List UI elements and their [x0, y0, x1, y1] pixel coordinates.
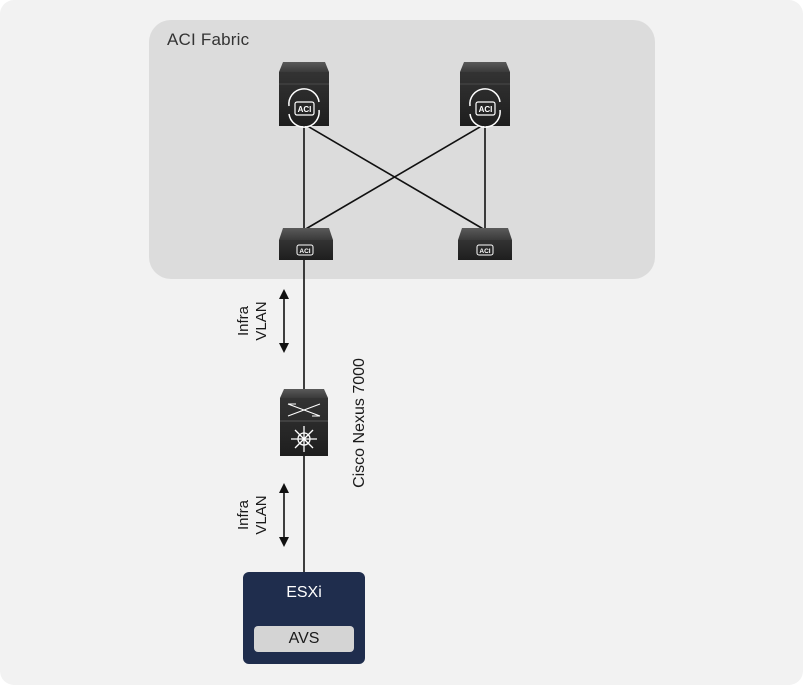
spine-switch-1-top	[279, 62, 329, 72]
lower-infra-label: Infra	[235, 500, 252, 531]
lower-infra-vlan-label: Infra VLAN	[235, 470, 271, 560]
fabric-links	[303, 123, 486, 231]
spine-switch-2-front	[460, 72, 510, 126]
upper-infra-label: Infra	[235, 306, 252, 337]
leaf-2-aci-badge: ACI	[479, 248, 490, 255]
nexus-star-icon	[291, 426, 317, 452]
leaf-switch-2-front	[458, 240, 512, 260]
spine-2-aci-badge: ACI	[479, 105, 493, 114]
leaf-switch-1-top	[279, 228, 333, 240]
aci-logo-icon: ACI	[296, 244, 314, 256]
upper-vlan-label: VLAN	[253, 301, 270, 341]
leaf-switch-2: ACI	[458, 228, 512, 260]
crossed-arrows-icon	[287, 403, 321, 417]
leaf-switch-2-top	[458, 228, 512, 240]
aci-logo-icon: ACI	[288, 88, 320, 128]
link-spine2-leaf1	[303, 123, 486, 231]
aci-logo-icon: ACI	[469, 88, 501, 128]
lower-vlan-label: VLAN	[253, 495, 270, 535]
esxi-title: ESXi	[286, 584, 322, 601]
aci-fabric-label: ACI Fabric	[167, 30, 250, 49]
leaf-switch-1-front	[279, 240, 333, 260]
spine-switch-1-front	[279, 72, 329, 126]
avs-box: AVS	[254, 626, 354, 652]
spine-switch-2-top	[460, 62, 510, 72]
nexus-7000-switch	[280, 389, 328, 456]
leaf-switch-1: ACI	[279, 228, 333, 260]
spine-1-aci-badge: ACI	[298, 105, 312, 114]
nexus-label: Cisco Nexus 7000	[351, 358, 368, 488]
leaf-1-aci-badge: ACI	[299, 248, 310, 255]
upper-infra-vlan-label: Infra VLAN	[235, 276, 271, 366]
aci-logo-icon: ACI	[476, 244, 494, 256]
aci-fabric-area	[149, 20, 655, 279]
nexus-top	[280, 389, 328, 398]
spine-switch-1: ACI	[279, 62, 329, 128]
spine-switch-2: ACI	[460, 62, 510, 128]
esxi-host: ESXi AVS	[243, 572, 365, 664]
